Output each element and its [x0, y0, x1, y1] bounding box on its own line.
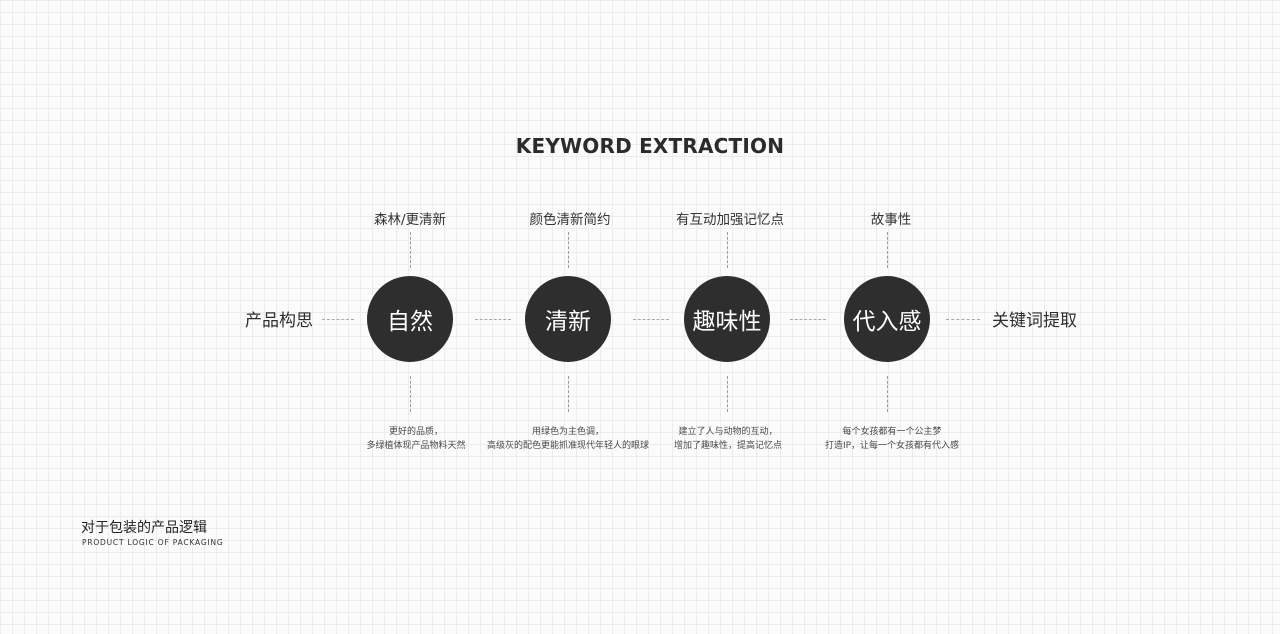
- connector-3-4: [790, 319, 826, 320]
- node-1-top-line: [410, 232, 411, 268]
- node-2-desc-line-2: 高级灰的配色更能抓准现代年轻人的眼球: [486, 441, 649, 451]
- diagram-title: KEYWORD EXTRACTION: [515, 134, 785, 158]
- node-4-desc-line-2: 打造IP，让每一个女孩都有代入感: [824, 441, 960, 451]
- right-label: 关键词提取: [992, 311, 1077, 331]
- node-3-circle: 趣味性: [684, 276, 770, 362]
- node-3-top-line: [727, 232, 728, 268]
- node-4-description: 每个女孩都有一个公主梦 打造IP，让每一个女孩都有代入感: [792, 425, 992, 453]
- node-1-desc-line-1: 更好的品质，: [388, 427, 443, 437]
- node-2-desc-line-1: 用绿色为主色调，: [531, 427, 604, 437]
- node-1-description: 更好的品质， 多绿植体现产品物料天然: [316, 425, 516, 453]
- node-1-desc-line-2: 多绿植体现产品物料天然: [366, 441, 466, 451]
- node-2-bottom-line: [568, 376, 569, 412]
- connector-left: [322, 319, 354, 320]
- node-2-top-line: [568, 232, 569, 268]
- node-4-circle: 代入感: [844, 276, 930, 362]
- connector-right: [946, 319, 980, 320]
- node-3-bottom-line: [727, 376, 728, 412]
- node-1-top-label: 森林/更清新: [373, 212, 447, 228]
- connector-1-2: [475, 319, 511, 320]
- connector-2-3: [633, 319, 669, 320]
- node-2-description: 用绿色为主色调， 高级灰的配色更能抓准现代年轻人的眼球: [468, 425, 668, 453]
- node-4-bottom-line: [887, 376, 888, 412]
- node-4-desc-line-1: 每个女孩都有一个公主梦: [842, 427, 942, 437]
- left-label: 产品构思: [245, 311, 313, 331]
- footer-subtitle: PRODUCT LOGIC OF PACKAGING: [82, 538, 224, 547]
- node-1-circle: 自然: [367, 276, 453, 362]
- node-3-desc-line-1: 建立了人与动物的互动，: [678, 427, 778, 437]
- node-3-description: 建立了人与动物的互动， 增加了趣味性，提高记忆点: [628, 425, 828, 453]
- node-1-bottom-line: [410, 376, 411, 412]
- node-4-top-line: [887, 232, 888, 268]
- node-3-desc-line-2: 增加了趣味性，提高记忆点: [673, 441, 782, 451]
- node-4-top-label: 故事性: [870, 212, 912, 228]
- node-2-circle: 清新: [525, 276, 611, 362]
- footer-title: 对于包装的产品逻辑: [81, 520, 207, 536]
- node-2-top-label: 颜色清新简约: [529, 212, 611, 228]
- node-3-top-label: 有互动加强记忆点: [676, 212, 784, 228]
